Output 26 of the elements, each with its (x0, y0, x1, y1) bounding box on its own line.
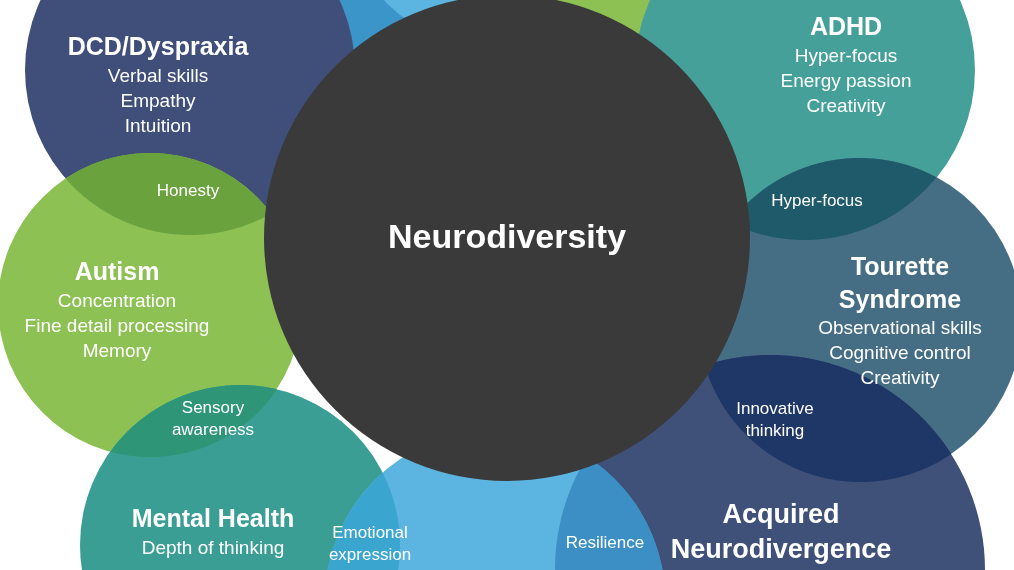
strength-label: Depth of thinking (141, 535, 285, 560)
strength-label: Fine detail processing (24, 313, 210, 338)
strength-label: Memory (82, 338, 152, 363)
strength-label: Verbal skills (107, 63, 209, 88)
shared-strength-label: Honesty (156, 180, 220, 202)
strength-label: Concentration (57, 288, 177, 313)
condition-heading: Acquired Neurodivergence (669, 498, 893, 567)
shared-strength-label: Emotional expression (327, 522, 413, 566)
condition-heading: Tourette Syndrome (837, 251, 963, 315)
shared-strength-label: Resilience (565, 532, 645, 554)
shared-strength-label: Innovative thinking (735, 398, 815, 442)
strength-label: Creativity (806, 93, 886, 118)
strength-label: Creativity (860, 366, 940, 390)
condition-heading: ADHD (809, 11, 883, 42)
strength-label: Cognitive control (829, 341, 971, 365)
strength-label: Energy passion (780, 68, 912, 93)
shared-strength-label: Hyper-focus (771, 190, 863, 212)
condition-heading: DCD/Dyspraxia (67, 31, 249, 62)
strength-label: Hyper-focus (794, 43, 898, 68)
condition-heading: Mental Health (131, 503, 295, 534)
strength-label: Intuition (124, 113, 192, 138)
strength-label: Observational skills (818, 316, 982, 340)
condition-heading: Autism (74, 256, 160, 287)
strength-label: Empathy (120, 88, 196, 113)
center-title: Neurodiversity (387, 216, 627, 257)
shared-strength-label: Sensory awareness (170, 397, 256, 441)
